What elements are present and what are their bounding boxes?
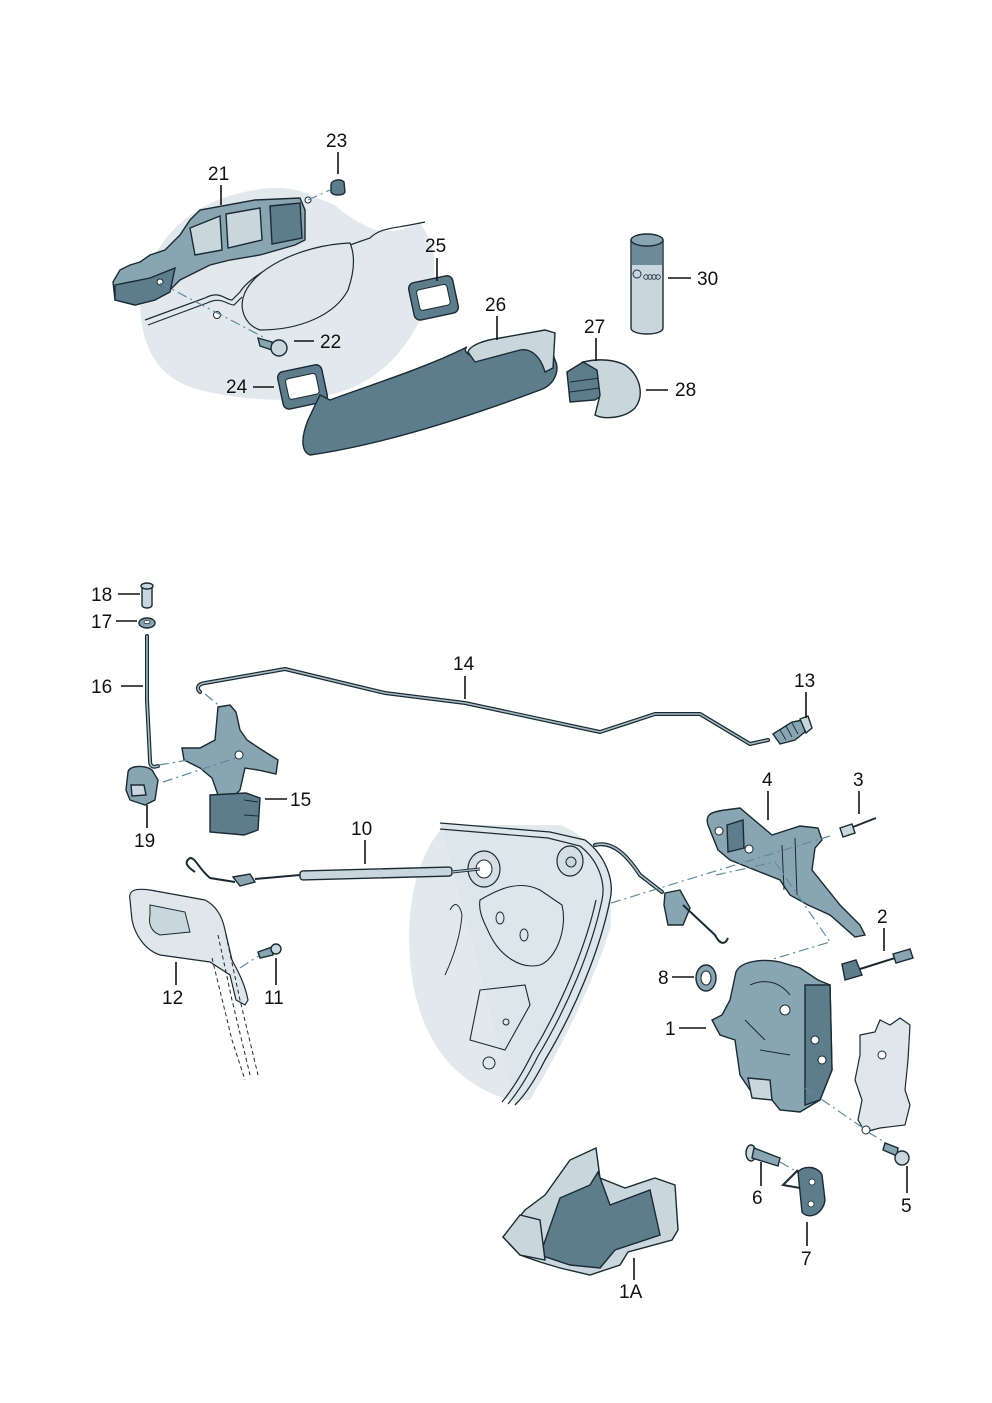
callout-22: 22 [294,332,341,353]
part-15-lock-knob-guide[interactable] [181,693,279,836]
callout-4: 4 [762,770,773,820]
part-23-cap-nut[interactable] [330,179,346,196]
callout-18: 18 [91,585,140,606]
callout-1a: 1A [619,1258,643,1303]
svg-text:27: 27 [584,317,605,338]
part-7-striker[interactable] [780,1166,826,1217]
door-inner-panel[interactable] [409,822,612,1106]
callout-3: 3 [853,770,864,814]
callout-27: 27 [584,317,605,361]
guide-line-19-15 [162,756,240,783]
svg-text:8: 8 [658,968,669,989]
callout-30: 30 [668,269,718,290]
callout-5: 5 [901,1166,912,1217]
callout-13: 13 [794,671,815,718]
svg-text:7: 7 [801,1249,812,1270]
svg-text:22: 22 [320,332,341,353]
svg-text:3: 3 [853,770,864,791]
callout-10: 10 [351,819,372,864]
callout-14: 14 [453,654,475,699]
part-6-countersunk-screw[interactable] [745,1144,781,1167]
svg-text:21: 21 [208,164,229,185]
callout-26: 26 [485,295,506,340]
part-8-grommet[interactable] [695,964,717,992]
guide-line-cable-bracket [610,835,831,904]
part-5-screw[interactable] [882,1142,910,1166]
guide-line-bracket-lock [715,861,831,961]
callout-12: 12 [162,962,183,1009]
part-21-handle-bracket[interactable] [112,197,306,306]
svg-text:12: 12 [162,988,183,1009]
svg-text:1A: 1A [619,1282,643,1303]
svg-text:25: 25 [425,236,446,257]
callout-24: 24 [226,377,274,398]
svg-text:16: 16 [91,677,112,698]
callout-6: 6 [752,1162,763,1209]
part-19-clip[interactable] [125,765,159,806]
part-22-screw[interactable] [257,336,288,357]
svg-text:14: 14 [453,654,475,675]
callout-21: 21 [208,164,229,205]
svg-text:30: 30 [697,269,718,290]
callout-11: 11 [264,958,284,1009]
svg-text:19: 19 [134,831,155,852]
part-10-bowden-cable[interactable] [185,856,481,887]
callout-2: 2 [877,907,888,951]
part-1-door-lock[interactable] [711,959,833,1113]
svg-text:26: 26 [485,295,506,316]
part-4-lock-bracket[interactable] [706,807,867,938]
svg-text:13: 13 [794,671,815,692]
callout-16: 16 [91,677,143,698]
part-2-microswitch-connector[interactable] [841,948,914,981]
guide-line-16-15 [158,759,189,766]
svg-text:23: 23 [326,131,347,152]
callout-8: 8 [658,968,694,989]
callout-15: 15 [265,790,311,811]
part-14-connecting-rod[interactable] [195,667,770,746]
callout-7: 7 [801,1222,812,1270]
part-25-seal-rear[interactable] [407,275,460,322]
part-18-lock-button[interactable] [140,582,154,609]
part-3-rivet[interactable] [839,817,877,838]
svg-text:4: 4 [762,770,773,791]
callout-23: 23 [326,131,347,174]
part-13-clip[interactable] [772,715,813,745]
guide-line-21-23 [307,189,331,201]
svg-text:1: 1 [665,1019,676,1040]
callout-1: 1 [665,1019,706,1040]
part-17-washer[interactable] [138,617,156,629]
door-end-plate [854,1017,911,1135]
part-30-paint-spray-can[interactable] [630,233,664,335]
svg-text:28: 28 [675,380,696,401]
svg-text:17: 17 [91,612,112,633]
svg-text:15: 15 [290,790,311,811]
svg-text:11: 11 [264,988,284,1009]
guide-line-11-12 [239,954,261,969]
svg-text:10: 10 [351,819,372,840]
part-12-inner-handle[interactable] [129,888,259,1081]
svg-text:24: 24 [226,377,248,398]
callout-28: 28 [646,380,696,401]
svg-text:6: 6 [752,1188,763,1209]
svg-text:18: 18 [91,585,112,606]
callout-25: 25 [425,236,446,281]
part-11-screw[interactable] [257,943,282,959]
svg-text:2: 2 [877,907,888,928]
part-1a-lock-cover[interactable] [502,1146,679,1276]
part-16-locking-rod[interactable] [145,634,160,769]
svg-text:5: 5 [901,1196,912,1217]
lock-cable[interactable] [593,842,729,944]
callout-17: 17 [91,612,137,633]
part-26-outer-door-handle[interactable] [302,329,558,456]
part-24-seal-front[interactable] [276,364,329,411]
guide-line-lock-plate [804,1087,867,1131]
part-28-cap[interactable] [581,359,641,419]
callout-19: 19 [134,805,155,852]
